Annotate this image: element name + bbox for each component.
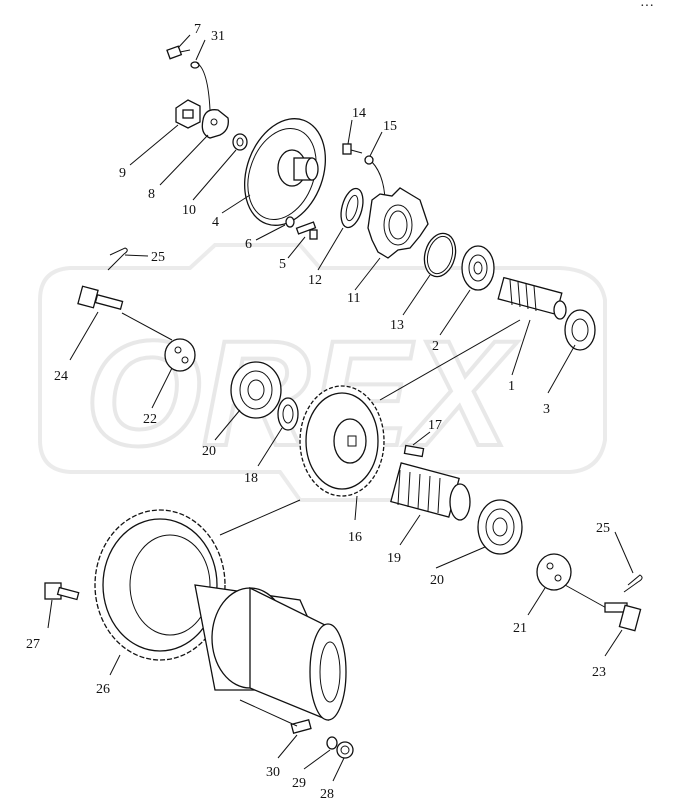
label-27: 27 xyxy=(26,637,40,652)
label-3: 3 xyxy=(543,402,550,417)
label-17: 17 xyxy=(428,418,442,433)
part-number-labels: 7 31 9 8 10 4 6 5 12 11 14 15 13 2 1 3 2… xyxy=(26,22,610,802)
bearing-3 xyxy=(564,309,596,351)
cover-4 xyxy=(243,118,327,226)
label-8: 8 xyxy=(148,187,155,202)
bolt-14 xyxy=(342,143,363,155)
seal-12 xyxy=(340,187,364,229)
leader-lines xyxy=(47,34,634,782)
plate-30 xyxy=(290,719,312,734)
bearing-2 xyxy=(461,245,495,291)
bearing-retainer-11 xyxy=(367,187,429,259)
nut-28 xyxy=(336,741,354,759)
label-21: 21 xyxy=(513,621,527,636)
pinion-shaft-1 xyxy=(497,276,567,320)
spacer-18 xyxy=(277,397,299,431)
bolt-7 xyxy=(166,45,191,60)
label-6: 6 xyxy=(245,237,252,252)
label-31: 31 xyxy=(211,29,225,44)
cotter-pin-25-lower xyxy=(623,574,643,593)
label-13: 13 xyxy=(390,318,404,333)
washer-31 xyxy=(190,61,200,69)
cotter-pin-25-upper xyxy=(107,247,128,271)
label-19: 19 xyxy=(387,551,401,566)
label-11: 11 xyxy=(347,291,360,306)
bolt-27 xyxy=(44,582,80,601)
label-29: 29 xyxy=(292,776,306,791)
lock-nut-9 xyxy=(175,99,201,129)
label-9: 9 xyxy=(119,166,126,181)
corner-mark: ··· xyxy=(640,0,654,14)
washer-15 xyxy=(364,155,374,165)
label-30: 30 xyxy=(266,765,280,780)
label-20-lower: 20 xyxy=(430,573,444,588)
label-25-lower: 25 xyxy=(596,521,610,536)
label-24: 24 xyxy=(54,369,68,384)
key-17 xyxy=(403,444,425,458)
pinion-19 xyxy=(390,462,471,521)
label-7: 7 xyxy=(194,22,201,37)
cap-21 xyxy=(536,553,572,591)
label-5: 5 xyxy=(279,257,286,272)
bolt-5 xyxy=(295,221,318,240)
lock-plate-8 xyxy=(201,109,229,139)
label-10: 10 xyxy=(182,203,196,218)
washer-10 xyxy=(232,133,248,151)
label-18: 18 xyxy=(244,471,258,486)
washer-6 xyxy=(285,216,295,228)
label-2: 2 xyxy=(432,339,439,354)
o-ring-13 xyxy=(423,232,457,278)
label-16: 16 xyxy=(348,530,362,545)
bearing-20-lower xyxy=(477,499,523,555)
bolt-23 xyxy=(604,602,642,632)
label-26: 26 xyxy=(96,682,110,697)
cap-22 xyxy=(164,338,196,372)
label-4: 4 xyxy=(212,215,219,230)
gear-hub-26 xyxy=(94,509,347,721)
bolt-24 xyxy=(77,285,124,311)
label-14: 14 xyxy=(352,106,366,121)
label-23: 23 xyxy=(592,665,606,680)
label-25-upper: 25 xyxy=(151,250,165,265)
washer-29 xyxy=(326,736,338,750)
gear-16 xyxy=(299,385,385,497)
label-15: 15 xyxy=(383,119,397,134)
label-12: 12 xyxy=(308,273,322,288)
label-22: 22 xyxy=(143,412,157,427)
label-1: 1 xyxy=(508,379,515,394)
bearing-20-upper xyxy=(230,361,282,419)
label-28: 28 xyxy=(320,787,334,802)
label-20-upper: 20 xyxy=(202,444,216,459)
